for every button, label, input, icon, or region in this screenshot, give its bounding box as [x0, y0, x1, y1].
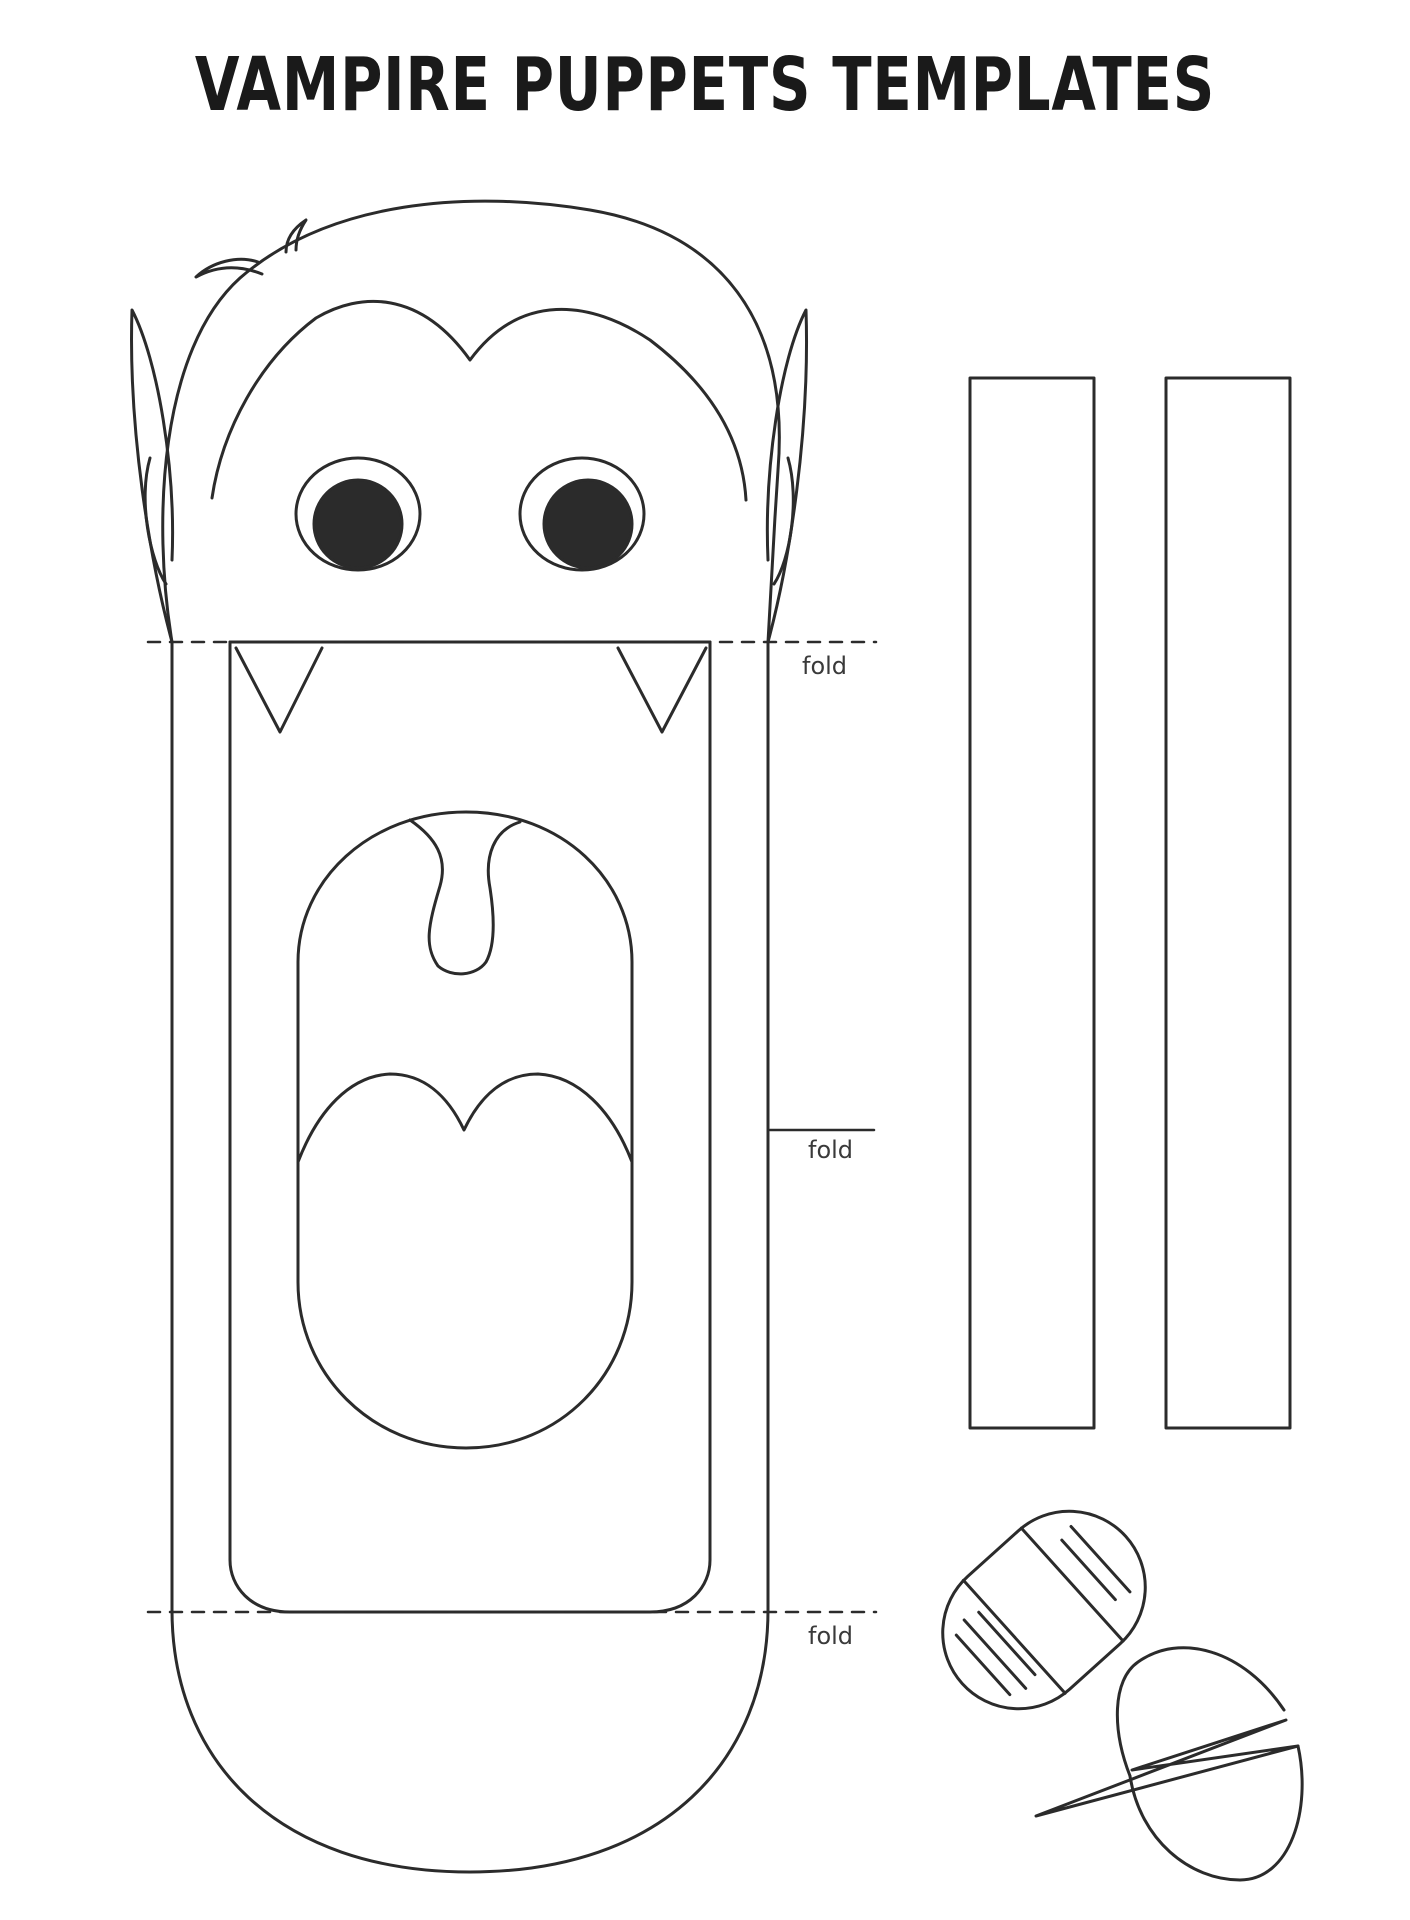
bow-tie-stripe-4 [962, 1618, 1028, 1690]
bow-tie-outline [941, 1509, 1147, 1711]
left-eye-pupil [312, 478, 404, 570]
uvula [408, 818, 522, 976]
bow-tie-band-left [961, 1578, 1067, 1695]
collar-point [1034, 1718, 1300, 1818]
bow-tie-band-right [1019, 1526, 1125, 1643]
head-outline [161, 199, 781, 644]
right-eye-white [518, 456, 646, 572]
fang-left [234, 646, 324, 734]
left-eye-white [294, 456, 422, 572]
fold-lines [146, 640, 878, 1614]
bow-tie-piece [941, 1509, 1147, 1711]
bow-tie-stripe-1 [1060, 1538, 1117, 1602]
left-ear-inner [143, 456, 168, 586]
hairline [210, 299, 748, 502]
arm-strip-right [1164, 376, 1292, 1430]
fang-right [616, 646, 708, 734]
inner-mouth [296, 810, 634, 1450]
hair-tuft-right [284, 218, 308, 254]
page-title: VAMPIRE PUPPETS TEMPLATES [194, 42, 1216, 128]
right-eye-pupil [542, 478, 634, 570]
bow-tie-stripe-2 [1069, 1524, 1132, 1594]
collar-piece [1034, 1646, 1304, 1882]
bow-tie-stripe-3 [954, 1633, 1012, 1697]
tongue [296, 1072, 634, 1164]
hair-tuft-left [194, 257, 264, 279]
arm-strips [968, 376, 1292, 1430]
right-ear [765, 308, 808, 644]
fold-label-bottom: fold [808, 1622, 853, 1650]
body-outline [170, 640, 770, 1874]
vampire-head [130, 199, 808, 644]
mouth-panel [228, 640, 712, 1614]
right-ear-inner [772, 456, 795, 586]
bow-tie-stripe-5 [977, 1610, 1037, 1677]
collar-lower-half [1128, 1744, 1304, 1882]
fold-label-middle: fold [808, 1136, 853, 1164]
fold-label-top: fold [802, 652, 847, 680]
collar-upper-half [1115, 1646, 1286, 1778]
arm-strip-left [968, 376, 1096, 1430]
puppet-body [170, 640, 770, 1874]
